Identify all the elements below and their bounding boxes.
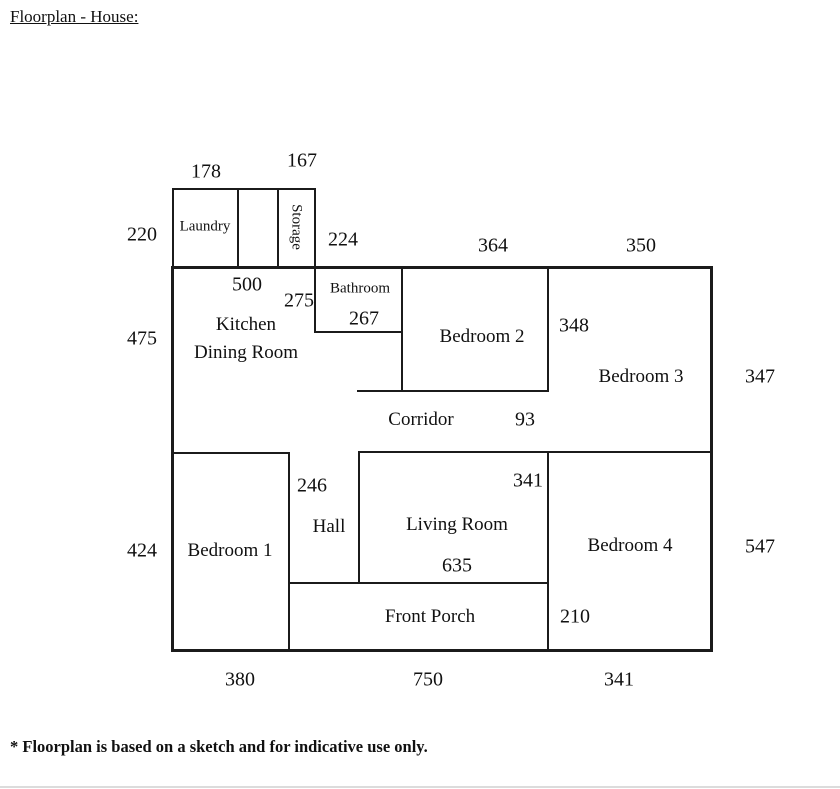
wall-outer-bottom <box>171 649 713 652</box>
wall-outer-right <box>710 266 713 652</box>
wall-annex-right <box>314 188 316 268</box>
kitchen-label-line2: Dining Room <box>194 342 298 363</box>
dim-bottom-right: 341 <box>604 668 634 691</box>
dim-annex-side: 224 <box>328 228 358 251</box>
room-label-bedroom2: Bedroom 2 <box>439 326 525 347</box>
wall-outer-left <box>171 266 174 652</box>
dim-bathroom-side: 275 <box>284 289 314 312</box>
dim-bathroom-width: 267 <box>349 307 379 330</box>
dim-corridor-height: 93 <box>515 408 535 431</box>
dim-storage-width: 167 <box>287 149 317 172</box>
wall-bedroom1-top <box>172 452 290 454</box>
wall-bedroom1-right <box>288 452 290 650</box>
room-label-storage: Storage <box>288 204 305 250</box>
wall-living-left <box>358 451 360 584</box>
wall-living-right <box>547 451 549 650</box>
room-label-hall: Hall <box>312 516 346 537</box>
wall-annex-top <box>172 188 316 190</box>
room-label-laundry: Laundry <box>179 218 231 235</box>
dim-bedroom1-height: 424 <box>127 539 157 562</box>
dim-bedroom4-height: 547 <box>745 535 775 558</box>
wall-annex-divider2 <box>277 188 279 266</box>
dim-bottom-left: 380 <box>225 668 255 691</box>
footnote: * Floorplan is based on a sketch and for… <box>10 737 428 756</box>
dim-living-side: 341 <box>513 469 543 492</box>
room-label-bedroom4: Bedroom 4 <box>587 535 673 556</box>
dim-laundry-height: 220 <box>127 223 157 246</box>
dim-bedroom3-width: 350 <box>626 234 656 257</box>
room-label-bathroom: Bathroom <box>330 280 390 297</box>
wall-annex-divider1 <box>237 188 239 266</box>
dim-porch-side: 210 <box>560 605 590 628</box>
wall-annex-left <box>172 188 174 266</box>
dim-bedroom2-height: 348 <box>559 314 589 337</box>
dim-hall-side: 246 <box>297 474 327 497</box>
page-title: Floorplan - House: <box>10 7 139 26</box>
room-label-kitchen-dining: Kitchen Dining Room <box>194 311 298 367</box>
wall-mid-long <box>358 451 712 453</box>
dim-bedroom2-width: 364 <box>478 234 508 257</box>
wall-bathroom-bottom <box>314 331 403 333</box>
dim-kitchen-height: 475 <box>127 327 157 350</box>
room-label-porch: Front Porch <box>384 606 476 627</box>
room-label-corridor: Corridor <box>388 409 454 430</box>
dim-living-width: 635 <box>442 554 472 577</box>
wall-porch-top <box>288 582 549 584</box>
dim-bottom-mid: 750 <box>413 668 443 691</box>
wall-outer-top <box>171 266 713 269</box>
page-bottom-divider <box>0 786 840 788</box>
wall-bathroom-left <box>314 269 316 333</box>
room-label-living: Living Room <box>406 514 508 535</box>
room-label-bedroom1: Bedroom 1 <box>187 540 273 561</box>
wall-bedroom2-right <box>547 269 549 392</box>
kitchen-label-line1: Kitchen <box>215 314 277 335</box>
room-label-bedroom3: Bedroom 3 <box>598 366 684 387</box>
wall-bedroom2-left <box>401 269 403 392</box>
dim-laundry-width: 178 <box>191 160 221 183</box>
wall-corridor-top <box>357 390 549 392</box>
dim-kitchen-width: 500 <box>232 273 262 296</box>
dim-bedroom3-height: 347 <box>745 365 775 388</box>
